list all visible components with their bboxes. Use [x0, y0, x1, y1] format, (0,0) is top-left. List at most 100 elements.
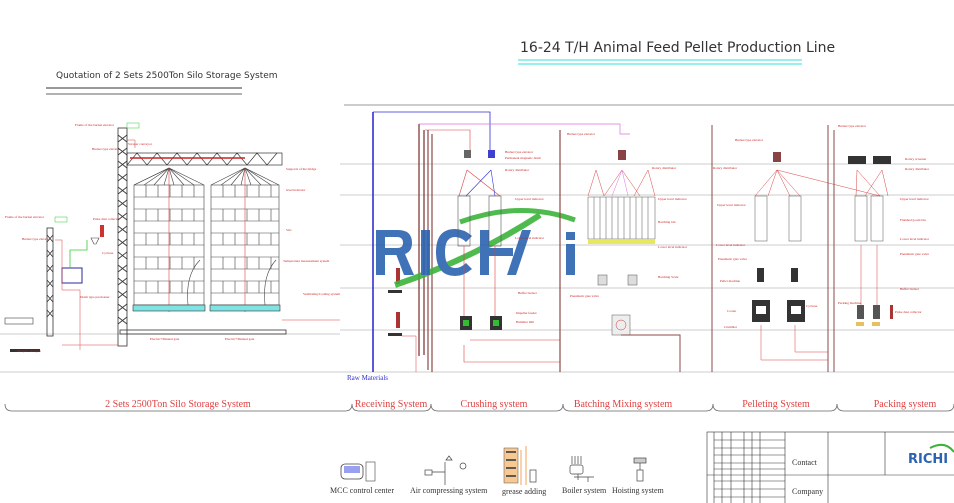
scraper-conveyor: [10, 349, 40, 352]
component-label: Lower level indicator: [515, 236, 545, 240]
component-label: Bucket type elevator: [505, 150, 534, 154]
hoist-icon: [633, 457, 647, 482]
packing-machine: [856, 305, 880, 326]
raw-materials-label: Raw Materials: [347, 374, 388, 382]
component-label: Ventilating/Cooling system: [303, 292, 340, 296]
component-label: Bucket type elevator: [92, 147, 121, 151]
component-label: Upper level indicator: [658, 197, 688, 201]
silo-quotation-title: Quotation of 2 Sets 2500Ton Silo Storage…: [56, 71, 278, 81]
component-label: Pneumatic gate valve: [570, 294, 599, 298]
drum-precleaner: [61, 267, 83, 284]
component-label: Bucket type elevator: [838, 124, 867, 128]
silo-2: [209, 167, 281, 312]
component-label: Upper level indicator: [515, 197, 545, 201]
permanent-magnetic-drum: [464, 150, 471, 158]
component-label: Rotary distributor: [652, 166, 677, 170]
component-label: Frame of the bucket elevator: [75, 123, 115, 127]
component-label: Supports of the bridge: [286, 167, 317, 171]
intake-2: [388, 312, 402, 336]
section-label-pelleting: Pelleting System: [742, 399, 810, 410]
component-label: Pellet machine: [720, 279, 741, 283]
pellet-machine-2: [787, 268, 805, 322]
component-label: Bucket type elevator: [567, 132, 596, 136]
component-label: Upper level indicator: [900, 197, 930, 201]
legend-boiler-label: Boiler system: [562, 486, 607, 495]
component-label: Cyclone: [806, 304, 818, 308]
legend-grease-label: grease adding: [502, 487, 546, 496]
component-label: Scraper conveyor: [17, 349, 42, 353]
pelleting-system: Bucket type elevator Rotary distributor …: [711, 125, 881, 372]
component-label: Crumbler: [724, 325, 738, 329]
component-label: Lower level indicator: [716, 243, 746, 247]
rotary-screener: [848, 156, 891, 164]
mcc-control-icon: [340, 461, 376, 482]
component-label: Batching bin: [658, 220, 676, 224]
component-label: Cyclone: [102, 251, 114, 255]
section-label-silo-storage: 2 Sets 2500Ton Silo Storage System: [105, 399, 251, 410]
company-label: Company: [792, 487, 823, 496]
floor-lines: [0, 163, 954, 373]
intake-hopper: [4, 317, 34, 325]
grease-adding-icon: [503, 446, 537, 485]
mixer: [611, 314, 631, 336]
component-label: Rotary distributor: [713, 166, 738, 170]
small-elevator-tower: [46, 227, 54, 337]
component-label: Batching Scale: [658, 275, 679, 279]
component-label: Finished goods bin: [900, 218, 926, 222]
component-label: Electric+Manual gate: [225, 337, 255, 341]
pellet-machine-1: [752, 268, 770, 322]
packing-system: Bucket type elevator Rotary screener Rot…: [838, 124, 930, 326]
component-label: level indicator: [286, 188, 306, 192]
section-label-batching-mixing: Batching Mixing system: [574, 399, 673, 410]
section-braces: [4, 403, 954, 412]
section-label-packing: Packing system: [874, 399, 937, 410]
component-label: Silo: [286, 228, 292, 232]
intake-1: [388, 268, 402, 293]
bridge-truss: [126, 152, 283, 166]
richi-logo: RICHI: [908, 443, 954, 467]
crushing-system: Bucket type elevator Permanent magnetic …: [457, 130, 561, 372]
component-label: Packing machine: [838, 301, 862, 305]
component-label: Pneumatic gate valve: [900, 252, 929, 256]
logo-text: RICHI: [908, 452, 948, 467]
component-label: Pulse dust collector: [895, 310, 922, 314]
component-label: Electric+Manual gate: [150, 337, 180, 341]
air-compressor-icon: [424, 455, 467, 485]
component-label: Rotary screener: [905, 157, 927, 161]
component-label: Bucket type elevator: [22, 237, 51, 241]
component-label: Upper level indicator: [717, 203, 747, 207]
section-label-receiving: Receiving System: [355, 399, 428, 410]
component-label: Drum type precleaner: [80, 295, 110, 299]
legend-hoist-label: Hoisting system: [612, 486, 665, 495]
cyclone: [90, 237, 100, 245]
component-label: Hammer mill: [516, 320, 534, 324]
main-title: 16-24 T/H Animal Feed Pellet Production …: [520, 40, 835, 56]
bucket-elevator-tower: [117, 127, 128, 347]
richi-watermark-logo: [376, 207, 576, 288]
component-label: Bucket type elevator: [735, 138, 764, 142]
silo-storage-system: Frame of the bucket elevator Bucket type…: [4, 122, 340, 353]
silo-1: [132, 167, 206, 312]
component-label: Rotary distributor: [905, 167, 930, 171]
contact-label: Contact: [792, 458, 818, 467]
legend-air-label: Air compressing system: [410, 486, 488, 495]
legend-mcc-label: MCC control center: [330, 486, 394, 495]
component-label: Scraper conveyor: [128, 142, 153, 146]
component-label: Frame of the bucket elevator: [5, 215, 45, 219]
pulse-dust-collector: [100, 225, 104, 237]
component-label: Lower level indicator: [900, 237, 930, 241]
bottom-conveyor: [119, 329, 287, 335]
batching-scale: [597, 274, 638, 286]
component-label: Rotary distributor: [505, 168, 530, 172]
component-label: Pneumatic gate valve: [718, 257, 747, 261]
component-label: Buffer bucket: [518, 291, 537, 295]
component-label: Cooler: [727, 309, 737, 313]
boiler-icon: [569, 456, 594, 482]
component-label: Buffer bucket: [900, 287, 919, 291]
component-label: Temperature measurement system: [283, 259, 330, 263]
batching-mixing-system: Bucket type elevator Rotary distributor …: [567, 125, 713, 372]
section-label-crushing: Crushing system: [461, 399, 528, 410]
hammer-mill-1: [460, 316, 472, 330]
component-label: Lower level indicator: [658, 245, 688, 249]
